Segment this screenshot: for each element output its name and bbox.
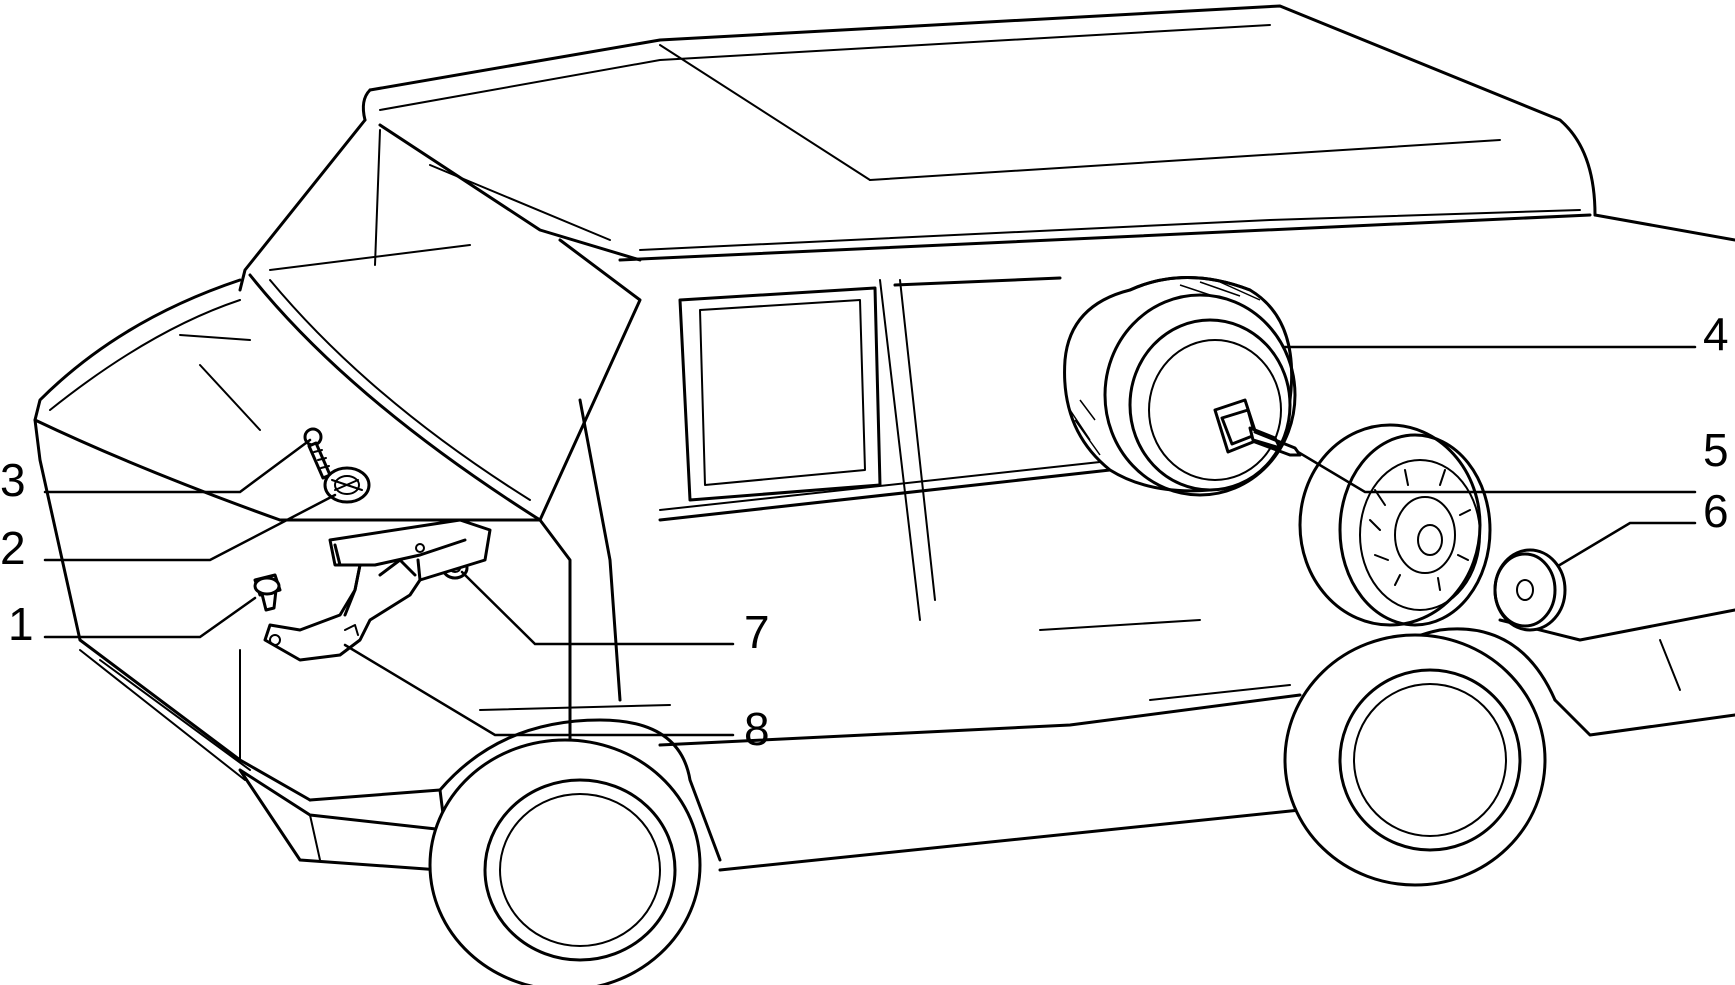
rear-wheel [1283, 633, 1547, 887]
spare-wheel-bracket [263, 518, 492, 662]
leader-lines [43, 345, 1697, 737]
leader-2 [43, 493, 337, 562]
leader-6 [1556, 521, 1697, 568]
front-wheel [428, 738, 702, 985]
hub-cap [1493, 548, 1567, 632]
callout-1: 1 [8, 598, 34, 650]
callout-6: 6 [1703, 485, 1729, 537]
washer [323, 466, 371, 504]
spare-wheel-tyre [1063, 276, 1297, 497]
leader-1 [43, 596, 257, 639]
screw [253, 573, 282, 612]
callout-labels: 1 2 3 4 5 6 7 8 [0, 308, 1729, 755]
callout-7: 7 [744, 606, 770, 658]
callout-3: 3 [0, 454, 26, 506]
callout-5: 5 [1703, 424, 1729, 476]
spare-wheel-screw [1213, 398, 1302, 457]
leader-3 [43, 438, 312, 494]
callout-4: 4 [1703, 308, 1729, 360]
road-wheel [1298, 423, 1492, 627]
callout-8: 8 [744, 703, 770, 755]
bolt [303, 427, 332, 480]
leader-5 [1296, 450, 1697, 494]
leader-8 [343, 643, 735, 737]
callout-2: 2 [0, 522, 26, 574]
leader-7 [460, 570, 735, 646]
